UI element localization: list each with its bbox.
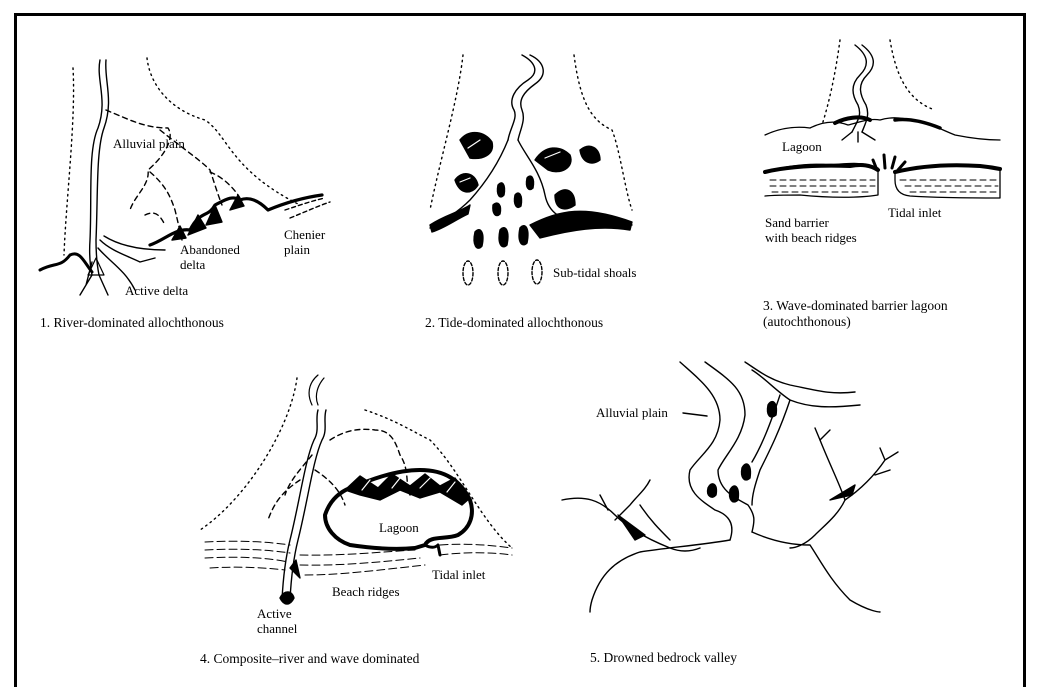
panel-3-label-tidal-inlet: Tidal inlet (888, 205, 941, 220)
panel-4-label-beach-ridges: Beach ridges (332, 584, 400, 599)
panel-4-label-active-channel: Active channel (257, 606, 297, 636)
panel-1-label-chenier-plain: Chenier plain (284, 227, 325, 257)
panel-1-label-alluvial-plain: Alluvial plain (113, 136, 185, 151)
panel-3-wave-dominated-drawing (765, 40, 1000, 198)
panel-4-label-tidal-inlet: Tidal inlet (432, 567, 485, 582)
panel-4-label-lagoon: Lagoon (379, 520, 419, 535)
panel-2-tide-dominated-drawing (430, 55, 632, 285)
panel-2-caption: 2. Tide-dominated allochthonous (425, 315, 603, 331)
panel-5-caption: 5. Drowned bedrock valley (590, 650, 737, 666)
panel-4-caption: 4. Composite–river and wave dominated (200, 651, 419, 667)
panel-3-label-sand-barrier: Sand barrier with beach ridges (765, 215, 857, 245)
panel-3-caption: 3. Wave-dominated barrier lagoon (autoch… (763, 298, 948, 330)
panel-1-caption: 1. River-dominated allochthonous (40, 315, 224, 331)
panel-5-drowned-valley-drawing (562, 362, 898, 612)
panel-1-label-active-delta: Active delta (125, 283, 188, 298)
panel-5-label-alluvial-plain: Alluvial plain (596, 405, 668, 420)
panel-2-label-sub-tidal-shoals: Sub-tidal shoals (553, 265, 636, 280)
panel-3-label-lagoon: Lagoon (782, 139, 822, 154)
panel-1-label-abandoned-delta: Abandoned delta (180, 242, 240, 272)
